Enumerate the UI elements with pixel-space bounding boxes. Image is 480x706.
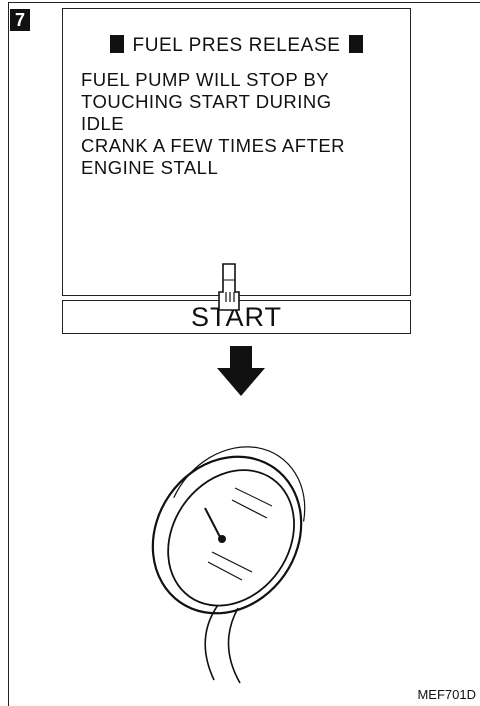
message-line: IDLE — [81, 113, 401, 135]
screen-title-text: FUEL PRES RELEASE — [132, 35, 340, 56]
title-marker-left — [110, 35, 124, 53]
figure-code: MEF701D — [417, 687, 476, 702]
message-line: FUEL PUMP WILL STOP BY — [81, 69, 401, 91]
title-marker-right — [349, 35, 363, 53]
instruction-message: FUEL PUMP WILL STOP BY TOUCHING START DU… — [81, 69, 401, 179]
pointing-finger-icon — [215, 262, 245, 312]
message-line: TOUCHING START DURING — [81, 91, 401, 113]
fuel-pressure-gauge-icon — [132, 440, 322, 685]
arrow-down-icon — [217, 346, 265, 396]
consult-screen: FUEL PRES RELEASE FUEL PUMP WILL STOP BY… — [62, 8, 411, 296]
step-badge: 7 — [10, 9, 30, 31]
screen-title: FUEL PRES RELEASE — [63, 35, 410, 57]
message-line: ENGINE STALL — [81, 157, 401, 179]
message-line: CRANK A FEW TIMES AFTER — [81, 135, 401, 157]
